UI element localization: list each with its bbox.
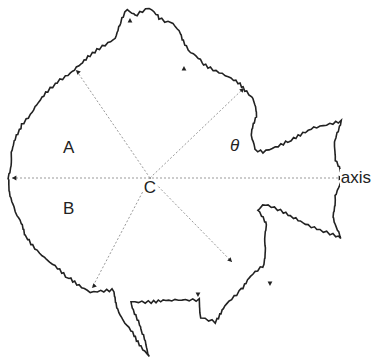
region-label: C [143, 179, 157, 196]
fish-outline [8, 9, 344, 357]
contour-marker [268, 282, 273, 286]
region-label: B [62, 200, 75, 217]
contour-marker [182, 66, 187, 70]
contour-marker [76, 70, 81, 75]
dotted-line [150, 178, 232, 262]
dotted-line [76, 70, 150, 178]
contour-marker [92, 283, 97, 288]
contour-marker [239, 88, 244, 93]
dotted-line [12, 178, 343, 179]
dotted-line [150, 88, 244, 178]
angle-label: θ [229, 137, 240, 154]
contour-marker [12, 176, 16, 181]
region-label: A [62, 139, 75, 156]
axis-label: axis [340, 169, 372, 186]
dotted-line [92, 178, 150, 288]
contour-marker [128, 18, 133, 22]
contour-marker [227, 257, 232, 262]
contour-marker [196, 293, 201, 297]
